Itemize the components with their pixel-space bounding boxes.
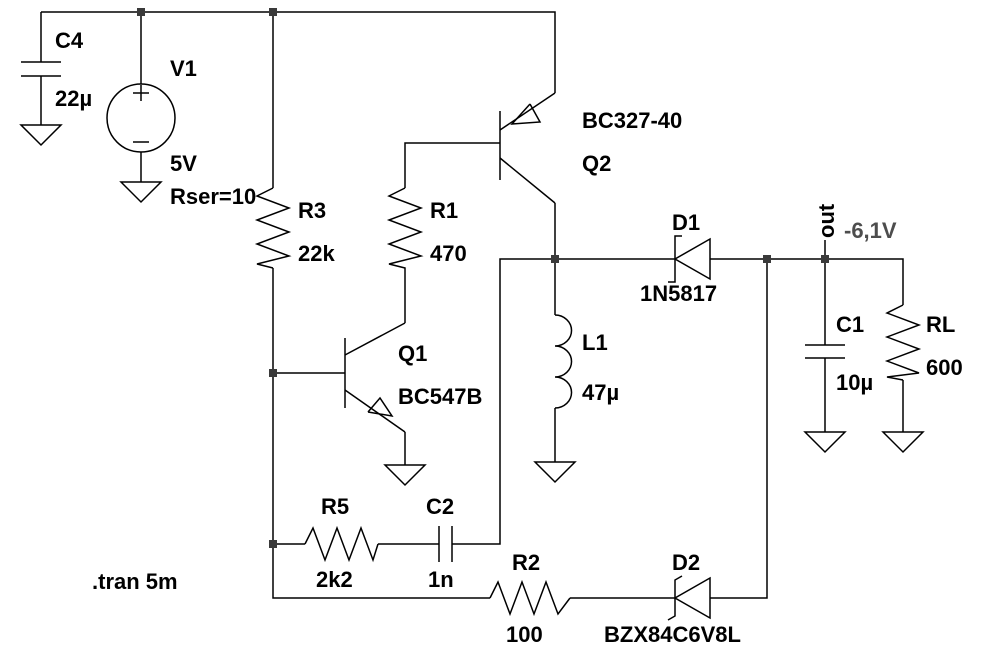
ground-icon: [881, 431, 925, 454]
r1-ref-label: R1: [430, 198, 458, 223]
junction-dots: [137, 8, 829, 548]
rl-ref-label: RL: [926, 312, 955, 337]
r1-value-label: 470: [430, 241, 467, 266]
ground-icon: [19, 124, 63, 147]
diode-d2-zener: [660, 575, 711, 621]
capacitor-c2: [438, 526, 453, 562]
resistor-rl: [884, 304, 922, 381]
resistor-r1: [386, 187, 424, 300]
d2-model-label: BZX84C6V8L: [604, 622, 741, 647]
d1-ref-label: D1: [672, 210, 700, 235]
component-labels: C4 22µ V1 5V Rser=10 R3 22k R1 470 BC327…: [55, 28, 963, 647]
transistor-q1-npn: [344, 322, 406, 433]
capacitor-c1: [805, 344, 845, 359]
junction-dot: [551, 255, 559, 263]
q2-model-label: BC327-40: [582, 108, 682, 133]
c1-ref-label: C1: [836, 312, 864, 337]
ground-icon: [119, 181, 163, 204]
d1-model-label: 1N5817: [640, 281, 717, 306]
q1-ref-label: Q1: [398, 341, 427, 366]
diode-d1-schottky: [660, 235, 711, 283]
l1-ref-label: L1: [582, 330, 608, 355]
junction-dot: [269, 369, 277, 377]
r3-ref-label: R3: [298, 198, 326, 223]
voltage-source-v1: [106, 83, 176, 153]
r3-value-label: 22k: [298, 241, 335, 266]
c2-ref-label: C2: [426, 494, 454, 519]
ground-icon: [383, 464, 427, 487]
r2-ref-label: R2: [512, 550, 540, 575]
junction-dot: [821, 255, 829, 263]
r5-value-label: 2k2: [316, 567, 353, 592]
ground-icon: [533, 461, 577, 484]
r5-ref-label: R5: [321, 494, 349, 519]
q2-ref-label: Q2: [582, 151, 611, 176]
c4-value-label: 22µ: [55, 86, 92, 111]
out-voltage-label: -6,1V: [844, 218, 897, 243]
resistor-r3: [254, 187, 292, 269]
junction-dot: [137, 8, 145, 16]
out-net-label: out: [814, 203, 839, 238]
rl-value-label: 600: [926, 355, 963, 380]
v1-ref-label: V1: [170, 56, 197, 81]
d2-ref-label: D2: [672, 550, 700, 575]
resistor-r5: [304, 525, 379, 563]
inductor-l1: [554, 314, 573, 409]
ground-symbols: [19, 124, 925, 487]
transistor-q2-pnp: [499, 92, 556, 204]
c4-ref-label: C4: [55, 28, 84, 53]
junction-dot: [269, 8, 277, 16]
c1-value-label: 10µ: [836, 370, 873, 395]
spice-directive: .tran 5m: [92, 569, 178, 594]
junction-dot: [763, 255, 771, 263]
resistor-r2: [489, 579, 571, 617]
v1-rser-label: Rser=10: [170, 184, 256, 209]
r2-value-label: 100: [506, 622, 543, 647]
junction-dot: [269, 540, 277, 548]
v1-value-label: 5V: [170, 151, 197, 176]
capacitor-c4: [21, 61, 61, 77]
q1-model-label: BC547B: [398, 384, 482, 409]
l1-value-label: 47µ: [582, 380, 619, 405]
ground-icon: [803, 431, 847, 454]
c2-value-label: 1n: [428, 567, 454, 592]
